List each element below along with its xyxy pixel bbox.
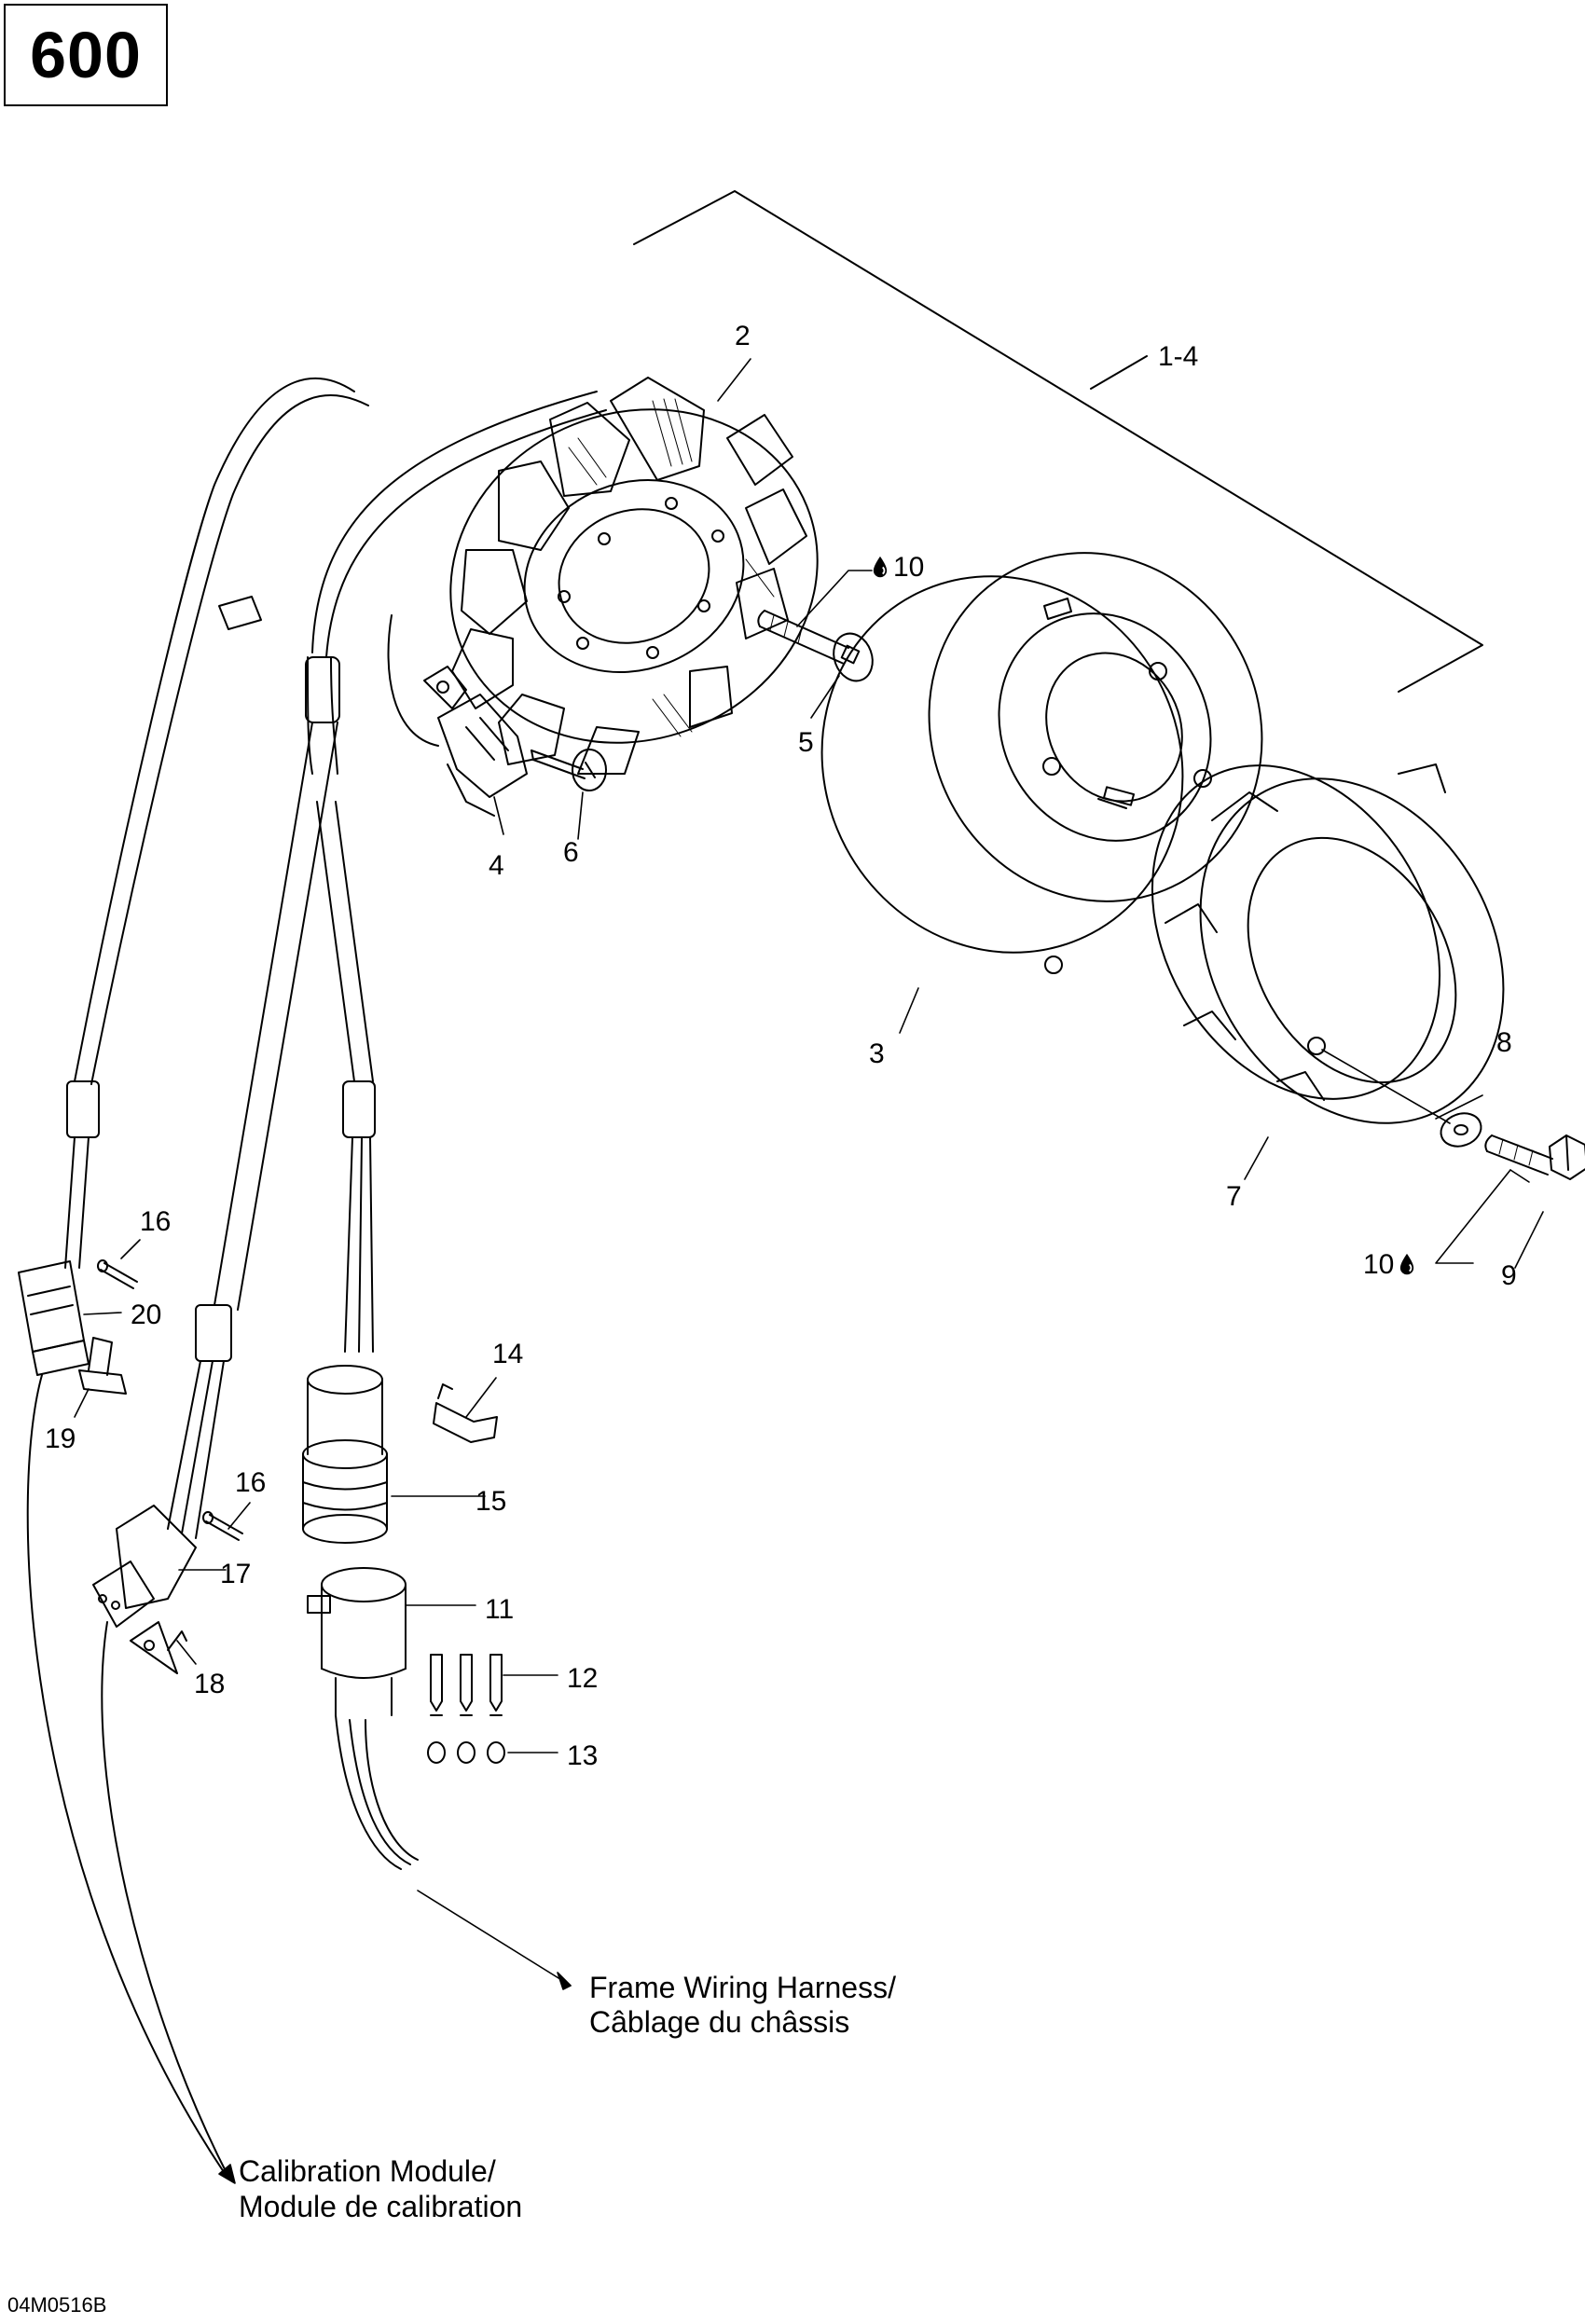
flywheel <box>820 552 1263 974</box>
callout-16-top: 16 <box>140 1206 171 1237</box>
assembly-bracket <box>633 190 1483 693</box>
washer-8 <box>1440 1112 1482 1148</box>
screw-6 <box>531 749 607 791</box>
callout-9: 9 <box>1501 1260 1517 1291</box>
callout-17: 17 <box>220 1559 251 1589</box>
connector-housing-11 <box>307 1567 419 1870</box>
callout-18: 18 <box>194 1669 225 1699</box>
clip-18 <box>130 1621 187 1674</box>
connector-20 <box>18 1260 225 2173</box>
callout-5: 5 <box>798 727 814 758</box>
clip-19 <box>78 1337 127 1395</box>
callout-10-top: 10 <box>893 552 924 583</box>
callout-12: 12 <box>567 1663 598 1694</box>
seals-13 <box>427 1741 505 1764</box>
calibration-note-line2: Module de calibration <box>239 2190 522 2223</box>
callout-2: 2 <box>735 321 751 351</box>
callout-labels: 1-4 2 3 4 5 6 7 8 9 10 10 11 12 13 14 15… <box>45 321 1517 1771</box>
callout-8: 8 <box>1496 1027 1512 1058</box>
oil-drop-icon <box>1399 1253 1415 1276</box>
callout-11: 11 <box>485 1594 514 1625</box>
wiring-harness <box>64 377 607 1539</box>
callout-6: 6 <box>563 837 579 868</box>
bolt-9 <box>1484 1134 1585 1180</box>
connector-17 <box>92 1505 229 2178</box>
frame-harness-note-line1: Frame Wiring Harness/ <box>589 1971 896 2004</box>
callout-7: 7 <box>1226 1181 1242 1212</box>
callout-14: 14 <box>492 1339 523 1369</box>
model-label-box: 600 <box>4 4 168 106</box>
connector-15 <box>302 1365 388 1544</box>
drawing-reference: 04M0516B <box>7 2293 106 2317</box>
screw-5 <box>757 610 874 682</box>
terminal-14 <box>433 1383 498 1443</box>
callout-3: 3 <box>869 1038 885 1069</box>
callout-15: 15 <box>476 1486 506 1517</box>
callout-16-bottom: 16 <box>235 1467 266 1498</box>
terminals-12 <box>430 1654 503 1716</box>
terminal-pin-16a <box>97 1259 138 1289</box>
leader-lines <box>74 358 1544 2184</box>
callout-20: 20 <box>131 1300 161 1330</box>
oil-drop-icon <box>872 556 889 579</box>
trigger-sensor <box>423 666 528 817</box>
callout-19: 19 <box>45 1423 76 1454</box>
model-label: 600 <box>30 19 142 91</box>
destination-notes: Frame Wiring Harness/ Câblage du châssis… <box>239 1971 896 2223</box>
callout-4: 4 <box>489 850 504 881</box>
terminal-pin-16b <box>202 1511 243 1541</box>
callout-1-4: 1-4 <box>1158 341 1198 372</box>
frame-harness-note-line2: Câblage du châssis <box>589 2005 849 2039</box>
callout-10-bottom: 10 <box>1363 1249 1394 1280</box>
calibration-note-line1: Calibration Module/ <box>239 2154 496 2188</box>
callout-13: 13 <box>567 1740 598 1771</box>
stator <box>449 377 819 775</box>
